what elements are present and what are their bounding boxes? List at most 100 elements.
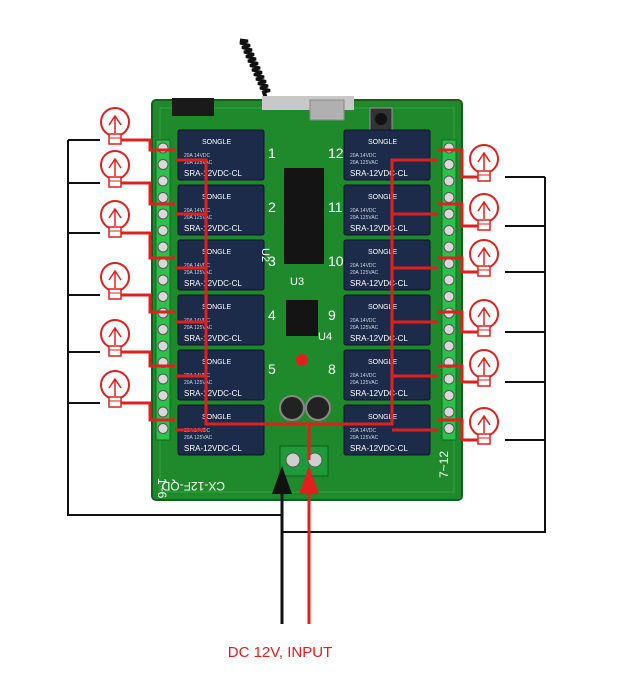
relay-model: SRA-12VDC-CL xyxy=(184,224,242,233)
relay-model: SRA-12VDC-CL xyxy=(184,169,242,178)
lamp-red-wire xyxy=(438,256,478,274)
relay-rating: 20A 14VDC xyxy=(184,263,211,269)
left-black-bus xyxy=(67,140,282,516)
board-model-label: CX-12F-QD xyxy=(161,479,225,493)
relay-rating: 20A 125VAC xyxy=(350,380,379,386)
lamp-right-6 xyxy=(469,407,499,445)
terminal-screw xyxy=(157,373,169,385)
relay-rating: 20A 125VAC xyxy=(350,435,379,441)
lamp-right-3 xyxy=(469,239,499,277)
right-black-bus xyxy=(282,177,546,533)
relay-brand: SONGLE xyxy=(368,194,398,201)
channel-label: 11 xyxy=(328,199,343,215)
relay-brand: SONGLE xyxy=(202,304,232,311)
relay-model: SRA-12VDC-CL xyxy=(350,279,408,288)
lamp-left-3 xyxy=(100,200,130,238)
lamp-red-wire xyxy=(120,401,175,422)
ic-label-u2: U2 xyxy=(259,248,271,262)
lamp-red-wire xyxy=(438,148,478,179)
relay-rating: 20A 125VAC xyxy=(184,435,213,441)
terminal-screw xyxy=(157,258,169,269)
relay-model: SRA-12VDC-CL xyxy=(184,334,242,343)
lamp-red-wire xyxy=(120,181,175,206)
relay-rating: 20A 125VAC xyxy=(184,160,213,166)
relay-model: SRA-12VDC-CL xyxy=(350,389,408,398)
channel-label: 2 xyxy=(268,199,276,215)
terminal-screw xyxy=(443,192,455,203)
ic-label-u4: U4 xyxy=(318,331,332,343)
lamp-red-wire xyxy=(438,364,478,384)
lamp-red-wire xyxy=(120,138,175,152)
relay-model: SRA-12VDC-CL xyxy=(350,444,408,453)
lamp-right-1 xyxy=(469,144,499,182)
relay-rating: 20A 125VAC xyxy=(350,215,379,221)
terminal-screw xyxy=(157,390,169,401)
lamp-red-wire xyxy=(120,293,175,314)
lamp-left-5 xyxy=(100,319,130,357)
relay-rating: 20A 125VAC xyxy=(350,325,379,331)
relay-rating: 20A 14VDC xyxy=(350,428,377,434)
relay-brand: SONGLE xyxy=(368,249,398,256)
terminal-screw xyxy=(157,274,169,286)
relay-rating: 20A 125VAC xyxy=(350,160,379,166)
lamp-red-wire xyxy=(438,310,478,334)
relay-brand: SONGLE xyxy=(202,414,232,421)
lamp-left-4 xyxy=(100,262,130,300)
terminal-screw xyxy=(443,291,455,302)
terminal-screw xyxy=(443,390,455,401)
terminal-screw xyxy=(443,225,455,236)
terminal-screw xyxy=(157,192,169,203)
terminal-screw xyxy=(443,406,455,418)
relay-rating: 20A 125VAC xyxy=(350,270,379,276)
relay-brand: SONGLE xyxy=(202,249,232,256)
crystal xyxy=(309,99,345,121)
terminal-screw xyxy=(157,159,169,170)
terminal-screw xyxy=(157,175,169,187)
lamp-right-5 xyxy=(469,349,499,387)
ic-decoder xyxy=(284,168,324,264)
channel-label: 4 xyxy=(268,307,276,323)
left-terminal-label: 1~6 xyxy=(155,478,169,499)
lamp-left-2 xyxy=(100,150,130,188)
relay-rating: 20A 14VDC xyxy=(350,373,377,379)
ic-label-u3: U3 xyxy=(290,276,304,288)
right-terminal-label: 7~12 xyxy=(437,451,451,478)
relay-brand: SONGLE xyxy=(202,139,232,146)
lamp-red-wire xyxy=(120,350,175,368)
input-arrows xyxy=(272,466,319,624)
terminal-screw xyxy=(157,291,169,302)
lamp-left-6 xyxy=(100,370,130,408)
channel-label: 12 xyxy=(328,145,344,161)
negative-input-arrow xyxy=(272,466,292,494)
relay-rating: 20A 14VDC xyxy=(350,263,377,269)
terminal-screw xyxy=(443,274,455,286)
terminal-screw xyxy=(157,423,169,434)
relay-brand: SONGLE xyxy=(202,194,232,201)
ic-driver xyxy=(286,300,318,336)
terminal-screw xyxy=(157,208,169,220)
terminal-screw xyxy=(443,159,455,170)
relay-brand: SONGLE xyxy=(202,359,232,366)
relay-brand: SONGLE xyxy=(368,304,398,311)
lamp-red-wire xyxy=(120,231,175,260)
lamp-red-wire xyxy=(438,202,478,228)
channel-label: 5 xyxy=(268,361,276,377)
terminal-screw xyxy=(443,241,455,253)
relay-model: SRA-12VDC-CL xyxy=(350,334,408,343)
relay-model: SRA-12VDC-CL xyxy=(184,444,242,453)
relay-model: SRA-12VDC-CL xyxy=(184,389,242,398)
terminal-screw xyxy=(443,340,455,352)
lamp-right-4 xyxy=(469,299,499,337)
channel-label: 9 xyxy=(328,307,336,323)
terminal-screw xyxy=(443,175,455,187)
terminal-screw xyxy=(157,241,169,253)
jumper-header xyxy=(172,98,214,116)
